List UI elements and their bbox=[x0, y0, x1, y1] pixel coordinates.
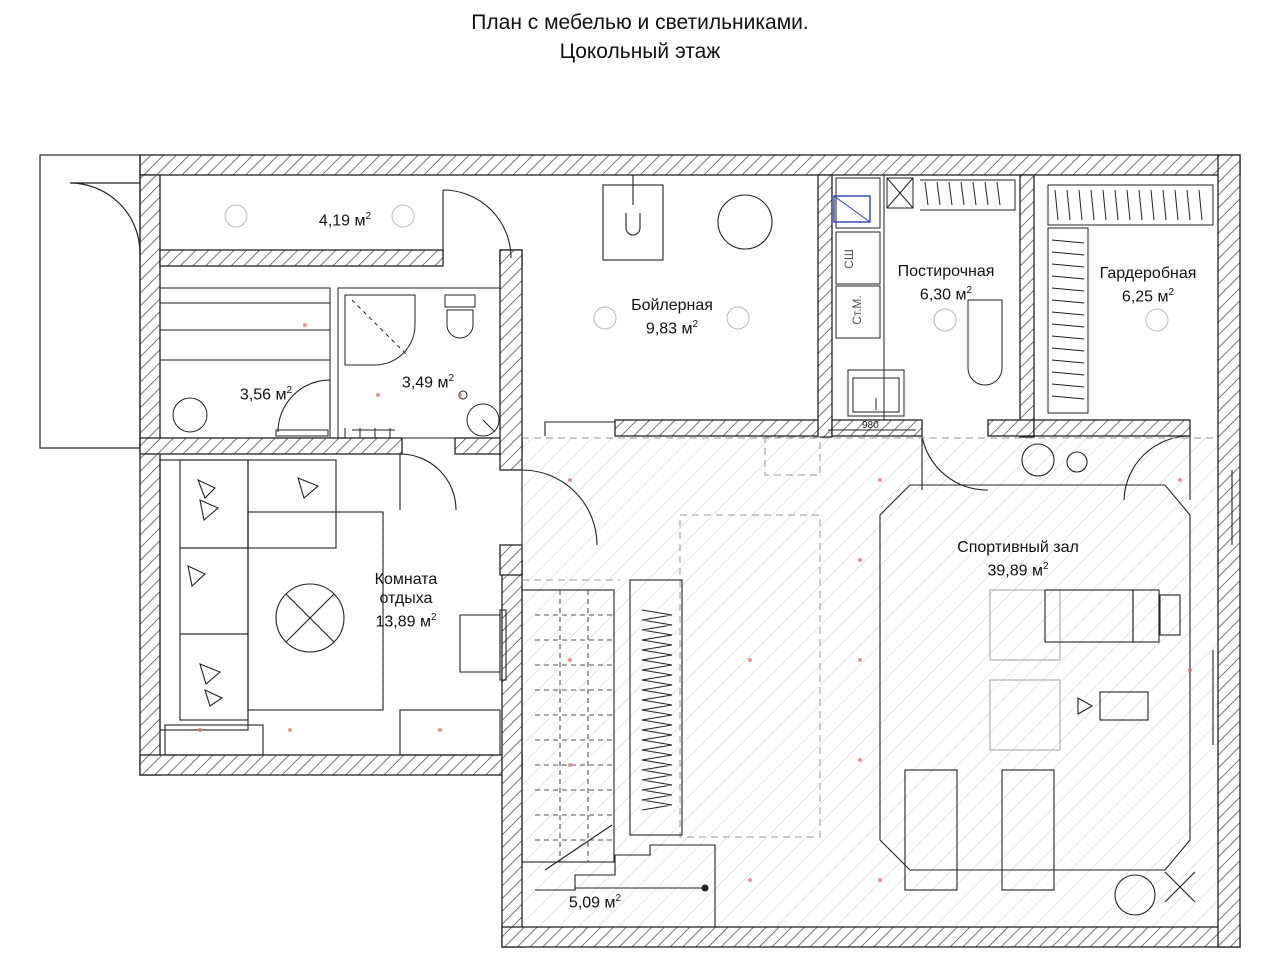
boiler-room-fixtures bbox=[602, 175, 773, 261]
room-lounge: Комната отдыха 13,89 м2 bbox=[375, 570, 438, 631]
washer-label: Ст.М. bbox=[850, 295, 864, 325]
plan-title-line2: Цокольный этаж bbox=[559, 40, 721, 63]
room-gym-name: Спортивный зал bbox=[957, 539, 1079, 556]
room-stairs: 5,09 м2 bbox=[569, 889, 621, 912]
wardrobe-fixtures bbox=[924, 181, 1214, 414]
room-gym: Спортивный зал 39,89 м2 bbox=[957, 538, 1079, 580]
room-laundry-name: Постирочная bbox=[897, 263, 995, 280]
staircase bbox=[521, 579, 716, 927]
room-shower-area: 3,49 м bbox=[401, 374, 449, 392]
unit-sup: 2 bbox=[966, 285, 973, 296]
room-lounge-name-2: отдыха bbox=[379, 590, 433, 607]
unit-sup: 2 bbox=[430, 612, 437, 623]
room-corridor: 4,19 м2 bbox=[319, 207, 371, 230]
unit-sup: 2 bbox=[615, 893, 622, 904]
door-dimension: 980 bbox=[862, 420, 879, 431]
door-swings bbox=[277, 189, 1191, 546]
unit-sup: 2 bbox=[365, 211, 372, 222]
sauna-furniture bbox=[159, 287, 331, 439]
room-wardrobe-name: Гардеробная bbox=[1099, 265, 1197, 282]
room-stairs-area: 5,09 м bbox=[568, 894, 616, 912]
room-laundry-area: 6,30 м bbox=[919, 286, 967, 304]
room-corridor-area: 4,19 м bbox=[318, 212, 366, 230]
laundry-fixtures bbox=[828, 174, 1016, 431]
unit-sup: 2 bbox=[692, 319, 699, 330]
room-gym-area: 39,89 м bbox=[987, 562, 1043, 580]
unit-sup: 2 bbox=[448, 373, 455, 384]
plan-title-line1: План с мебелью и светильниками. bbox=[471, 11, 809, 34]
room-wardrobe-area: 6,25 м bbox=[1121, 288, 1169, 306]
room-shower: 3,49 м2 bbox=[402, 369, 454, 392]
room-boiler: Бойлерная 9,83 м2 bbox=[631, 296, 713, 338]
lounge-furniture bbox=[159, 459, 507, 756]
spot-lights bbox=[198, 323, 1192, 882]
gym-equipment bbox=[879, 443, 1233, 916]
room-boiler-name: Бойлерная bbox=[631, 297, 713, 314]
shower-room-fixtures bbox=[337, 287, 501, 439]
room-lounge-name-1: Комната bbox=[374, 571, 438, 588]
room-sauna: 3,56 м2 bbox=[240, 381, 292, 404]
unit-sup: 2 bbox=[1042, 561, 1049, 572]
light-fixtures bbox=[224, 204, 1169, 332]
room-sauna-area: 3,56 м bbox=[239, 386, 287, 404]
plan-title: План с мебелью и светильниками. Цокольны… bbox=[0, 8, 1280, 66]
room-laundry: Постирочная 6,30 м2 bbox=[898, 262, 995, 304]
room-lounge-area: 13,89 м bbox=[375, 613, 431, 631]
room-boiler-area: 9,83 м bbox=[645, 320, 693, 338]
unit-sup: 2 bbox=[286, 385, 293, 396]
unit-sup: 2 bbox=[1168, 287, 1175, 298]
entrance-annex bbox=[39, 154, 141, 449]
room-wardrobe: Гардеробная 6,25 м2 bbox=[1100, 264, 1197, 306]
dryer-label: СШ bbox=[842, 249, 856, 269]
dashed-guides bbox=[522, 436, 1218, 838]
walls bbox=[139, 154, 1241, 948]
